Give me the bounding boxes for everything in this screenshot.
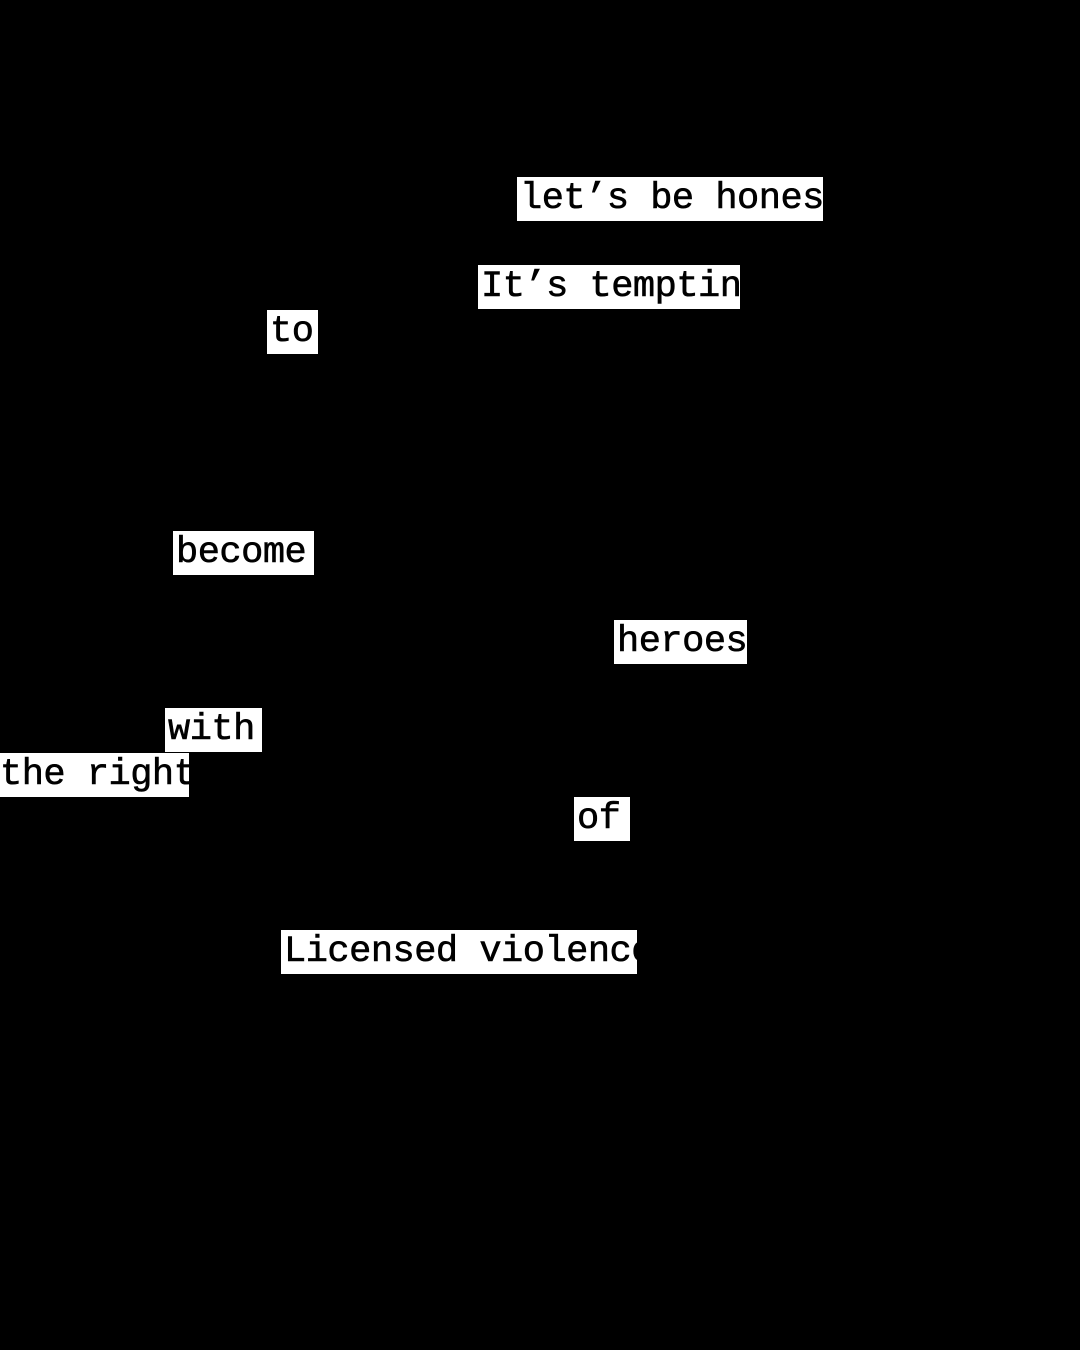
poem-fragment-with: with [165,708,262,752]
poem-fragment-of: of [574,797,630,841]
poem-fragment-become: become [173,531,314,575]
poem-fragment-to: to [267,310,318,354]
poem-fragment-the-right: the right [0,753,196,797]
poem-fragment-lets-be-honest: let’s be honest, [517,177,868,221]
poem-fragment-heroes: heroes [614,620,748,664]
poem-fragment-its-tempting: It’s tempting [478,265,764,309]
poem-fragment-licensed-violence: Licensed violence [281,930,654,974]
